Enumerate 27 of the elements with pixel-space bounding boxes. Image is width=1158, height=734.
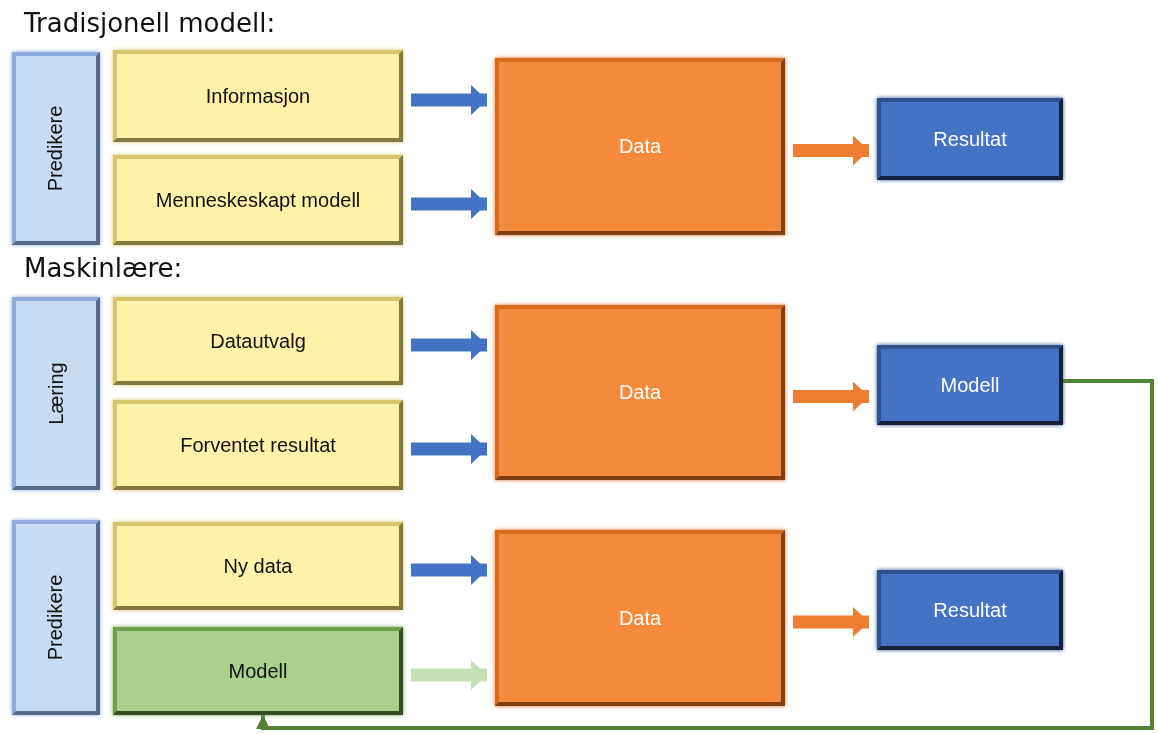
input-box: Forventet resultat xyxy=(113,400,403,490)
stage-box: Læring xyxy=(12,297,100,490)
result-box: Modell xyxy=(877,345,1063,425)
stage-box: Predikere xyxy=(12,520,100,715)
stage-box: Predikere xyxy=(12,52,100,245)
input-box: Menneskeskapt modell xyxy=(113,155,403,245)
arrow xyxy=(411,85,487,115)
arrow xyxy=(793,381,869,412)
arrow xyxy=(411,434,487,464)
data-box: Data xyxy=(495,530,785,706)
input-box: Informasjon xyxy=(113,50,403,142)
model-box: Modell xyxy=(113,627,403,715)
result-box: Resultat xyxy=(877,570,1063,650)
arrow xyxy=(411,660,487,690)
arrow xyxy=(411,330,487,360)
data-box: Data xyxy=(495,58,785,235)
section-heading: Tradisjonell modell: xyxy=(24,8,276,38)
data-box: Data xyxy=(495,305,785,480)
input-box: Datautvalg xyxy=(113,297,403,385)
arrow xyxy=(793,607,869,637)
arrow xyxy=(256,379,1154,730)
arrow xyxy=(411,555,487,585)
arrow xyxy=(411,189,487,219)
input-box: Ny data xyxy=(113,522,403,610)
result-box: Resultat xyxy=(877,98,1063,180)
arrow xyxy=(793,135,869,166)
section-heading: Maskinlære: xyxy=(24,253,183,283)
